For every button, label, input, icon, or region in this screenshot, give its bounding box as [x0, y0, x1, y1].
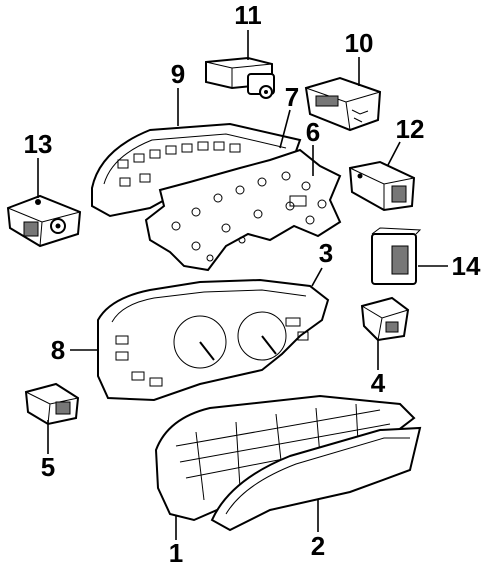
callout-2: 2 — [311, 531, 325, 561]
part-12-switch — [348, 160, 416, 212]
leader-lines — [37, 30, 448, 540]
part-6-printed-circuit — [144, 148, 342, 272]
part-2-lens — [210, 426, 422, 532]
part-5-switch — [24, 382, 80, 426]
part-8-cluster-housing — [97, 278, 330, 402]
part-11-switch — [205, 56, 275, 99]
callout-9: 9 — [171, 59, 185, 89]
part-14-switch — [371, 227, 422, 285]
callout-7: 7 — [285, 82, 299, 112]
callout-1: 1 — [169, 538, 183, 568]
callout-8: 8 — [51, 335, 65, 365]
callout-5: 5 — [41, 452, 55, 482]
leader-3 — [311, 267, 323, 287]
leader-7 — [279, 109, 291, 149]
callout-4: 4 — [371, 368, 386, 398]
part-13-headlamp-switch — [6, 194, 82, 248]
callout-12: 12 — [396, 114, 425, 144]
leader-12 — [387, 141, 401, 166]
callout-6: 6 — [306, 117, 320, 147]
part-10-switch-module — [304, 76, 382, 132]
callout-labels: 11 10 9 7 6 12 13 14 3 8 4 5 1 2 — [24, 0, 481, 568]
callout-11: 11 — [234, 0, 262, 30]
callout-3: 3 — [319, 238, 333, 268]
callout-13: 13 — [24, 129, 53, 159]
callout-14: 14 — [452, 251, 481, 281]
part-4-switch — [360, 296, 410, 342]
callout-10: 10 — [345, 28, 374, 58]
